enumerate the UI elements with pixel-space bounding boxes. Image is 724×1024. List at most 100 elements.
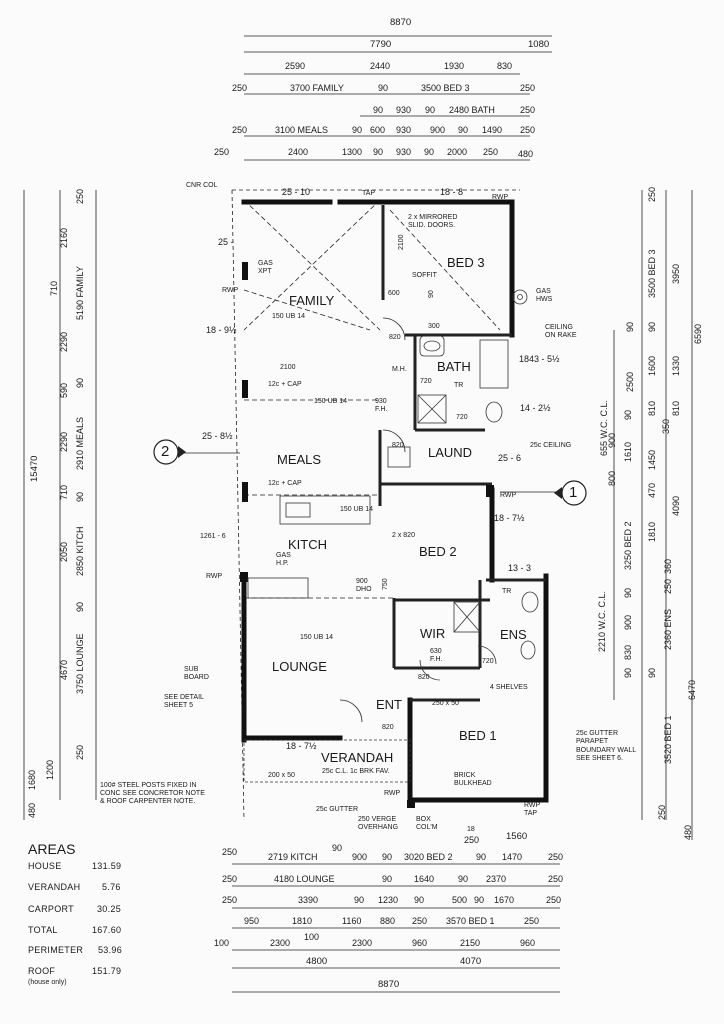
- dim-right-13: 810: [671, 400, 681, 416]
- dim-bottom-b6-b: 4070: [460, 956, 482, 967]
- areas-title: AREAS: [28, 841, 76, 857]
- dim-bottom-b3-i: 250: [546, 895, 562, 905]
- note-ub-3: 150 UB 14: [340, 506, 374, 513]
- dim-left-13: 4670: [59, 659, 69, 680]
- dim-top-r2-d: 830: [497, 61, 513, 71]
- dim-bottom-b3-h: 1670: [494, 895, 515, 905]
- door-arc-wir: [419, 659, 441, 681]
- dim-right-0: 250: [647, 186, 657, 202]
- note-sub-board: SUB BOARD: [184, 666, 209, 682]
- room-bed3: BED 3: [447, 255, 485, 270]
- note-angle-14: 14 - 2½: [520, 403, 551, 413]
- dim-left-7: 2290: [59, 431, 69, 452]
- column-1: [242, 262, 248, 280]
- dim-right-28: 90: [623, 667, 633, 678]
- dim-bottom-b3-d: 1230: [378, 895, 399, 905]
- note-angle-25-6: 25 - 6: [498, 453, 522, 463]
- dim-bottom-b3-b: 3390: [298, 895, 319, 905]
- note-rwp-left: RWP: [222, 287, 239, 294]
- dim-bottom-b4-c: 1160: [342, 916, 362, 926]
- note-25c-gutter: 25c GUTTER: [316, 806, 359, 813]
- dim-right-7: 1600: [647, 355, 657, 376]
- dim-right-31: 6470: [687, 679, 697, 700]
- area-label-total: TOTAL: [28, 925, 58, 935]
- dim-bottom-b5-g: 960: [520, 938, 536, 948]
- note-900-dho: 900 DHO: [356, 578, 372, 594]
- column-3: [242, 482, 248, 502]
- dim-right-32: 3520 BED 1: [663, 715, 673, 764]
- beam-line-1: [243, 289, 371, 331]
- note-1261: 1261 - 6: [200, 533, 226, 540]
- area-label-verandah: VERANDAH: [28, 882, 81, 892]
- dim-top-r6-a: 250: [214, 147, 230, 157]
- dim-top-r4-b: 930: [396, 105, 412, 115]
- dim-right-2: 3950: [671, 263, 681, 284]
- area-value-carport: 30.25: [97, 904, 122, 914]
- room-ens: ENS: [500, 627, 527, 642]
- dim-right-10: 900: [607, 432, 617, 448]
- column-5: [240, 572, 248, 582]
- dim-left-6: 90: [75, 377, 85, 388]
- dim-right-29: 90: [647, 667, 657, 678]
- note-verandah-cl: 25c C.L. 1c BRK FAV.: [322, 768, 390, 775]
- dim-left-9: 710: [59, 484, 69, 500]
- dim-bottom-b6-a: 4800: [306, 956, 328, 967]
- dim-top-r4-d: 2480 BATH: [449, 105, 495, 115]
- section-2-arrow: [178, 446, 186, 458]
- dim-left-5: 590: [59, 382, 69, 398]
- dim-bottom-b4-d: 880: [380, 916, 396, 926]
- area-label-house: HOUSE: [28, 861, 62, 871]
- note-cap-2: 12c + CAP: [268, 480, 302, 487]
- bath-basin: [419, 335, 445, 357]
- note-2100-b: 2100: [280, 364, 296, 371]
- dim-bottom-b2-d: 1640: [414, 874, 435, 884]
- ens-linen-box: [453, 601, 481, 633]
- note-rwp-tap: RWP TAP: [524, 802, 541, 817]
- note-720-a: 720: [420, 378, 432, 385]
- column-2: [242, 380, 248, 398]
- dim-bottom-b1-h: 1470: [502, 852, 523, 862]
- dim-left-15: 90: [75, 601, 85, 612]
- dim-top-r6-h: 250: [483, 147, 499, 157]
- door-arc-family-bath: [382, 317, 406, 341]
- dim-right-27: 830: [623, 644, 633, 660]
- door-arc-ent: [339, 699, 363, 723]
- dim-bottom-b4-a: 950: [244, 916, 260, 926]
- dim-bottom-b1-b: 2719 KITCH: [268, 852, 318, 862]
- room-meals: MEALS: [277, 452, 322, 467]
- note-tr-2: TR: [502, 588, 512, 595]
- dim-top-r2-c: 1930: [444, 61, 465, 71]
- dim-top-r1-b: 1080: [528, 39, 550, 50]
- dim-left-2: 710: [49, 280, 59, 296]
- dim-top-r4-c: 90: [425, 105, 436, 115]
- ceiling-diagonal-3: [389, 209, 501, 331]
- dim-right-23: 360: [663, 558, 673, 574]
- note-angle-1843: 1843 - 5½: [519, 354, 560, 364]
- note-gas-hp: GAS H.P.: [276, 552, 291, 568]
- dim-top-r4-e: 250: [520, 105, 536, 115]
- dim-top-r6-g: 2000: [447, 147, 468, 157]
- dim-left-19: 480: [27, 802, 37, 818]
- dim-right-26: 900: [623, 614, 633, 630]
- note-600: 600: [388, 290, 400, 297]
- dim-bottom-b2-c: 90: [382, 874, 393, 884]
- dim-left-1: 2160: [59, 227, 69, 248]
- note-mirrored-doors: 2 x MIRRORED SLID. DOORS.: [408, 214, 458, 230]
- note-ub-2: 150 UB 14: [314, 398, 348, 405]
- note-ub-4: 150 UB 14: [300, 634, 334, 641]
- section-2-label: 2: [161, 443, 170, 460]
- hws-circle-inner: [517, 294, 523, 300]
- dim-bottom-b3-e: 90: [414, 895, 425, 905]
- area-label-perimeter: PERIMETER: [28, 945, 84, 955]
- bath-basin-bowl: [423, 340, 441, 352]
- dim-bottom-b3-a: 250: [222, 895, 238, 905]
- dim-top-r3-b: 3700 FAMILY: [290, 83, 344, 93]
- dim-right-17: 800: [607, 470, 617, 486]
- laundry-tub: [387, 446, 411, 468]
- dim-top-r5-h: 1490: [482, 125, 503, 135]
- dim-left-3: 5190 FAMILY: [75, 266, 85, 320]
- dim-right-22: 250: [663, 578, 673, 594]
- linen-cross-2: [417, 394, 447, 424]
- note-4-shelves: 4 SHELVES: [490, 684, 528, 691]
